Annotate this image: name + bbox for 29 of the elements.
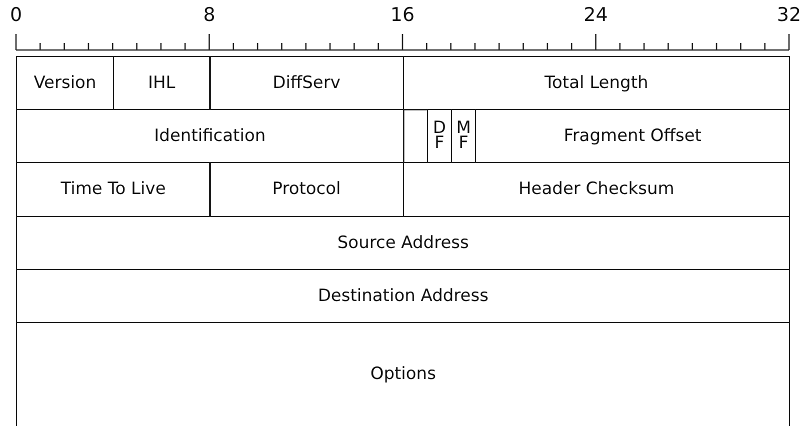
header-field xyxy=(16,56,114,110)
field-label: Total Length xyxy=(544,74,648,92)
field-label: Version xyxy=(34,74,96,92)
field-label: Identification xyxy=(154,126,266,146)
header-field xyxy=(16,162,211,217)
field-label: M F xyxy=(455,120,472,152)
header-field xyxy=(112,56,211,110)
field-label: Protocol xyxy=(272,180,341,199)
field-label: Time To Live xyxy=(60,180,166,199)
field-label: Options xyxy=(370,365,436,384)
field-label: IHL xyxy=(148,74,176,92)
bit-number: 8 xyxy=(203,4,216,26)
header-field xyxy=(16,322,790,426)
bit-number: 0 xyxy=(10,4,22,26)
reserved-bit-field xyxy=(402,108,428,164)
bit-number: 16 xyxy=(390,4,415,26)
field-label: Destination Address xyxy=(318,286,488,306)
bit-number: 32 xyxy=(776,4,802,26)
field-label: Source Address xyxy=(337,234,469,252)
bit-number: 24 xyxy=(584,4,608,26)
header-field xyxy=(209,56,404,110)
header-field xyxy=(402,162,790,217)
field-label: D F xyxy=(432,120,447,152)
field-label: DiffServ xyxy=(272,74,340,92)
field-label: Fragment Offset xyxy=(564,126,702,146)
header-field xyxy=(402,56,790,110)
header-field xyxy=(16,269,790,324)
field-label: Header Checksum xyxy=(518,180,674,199)
header-field xyxy=(16,216,790,270)
